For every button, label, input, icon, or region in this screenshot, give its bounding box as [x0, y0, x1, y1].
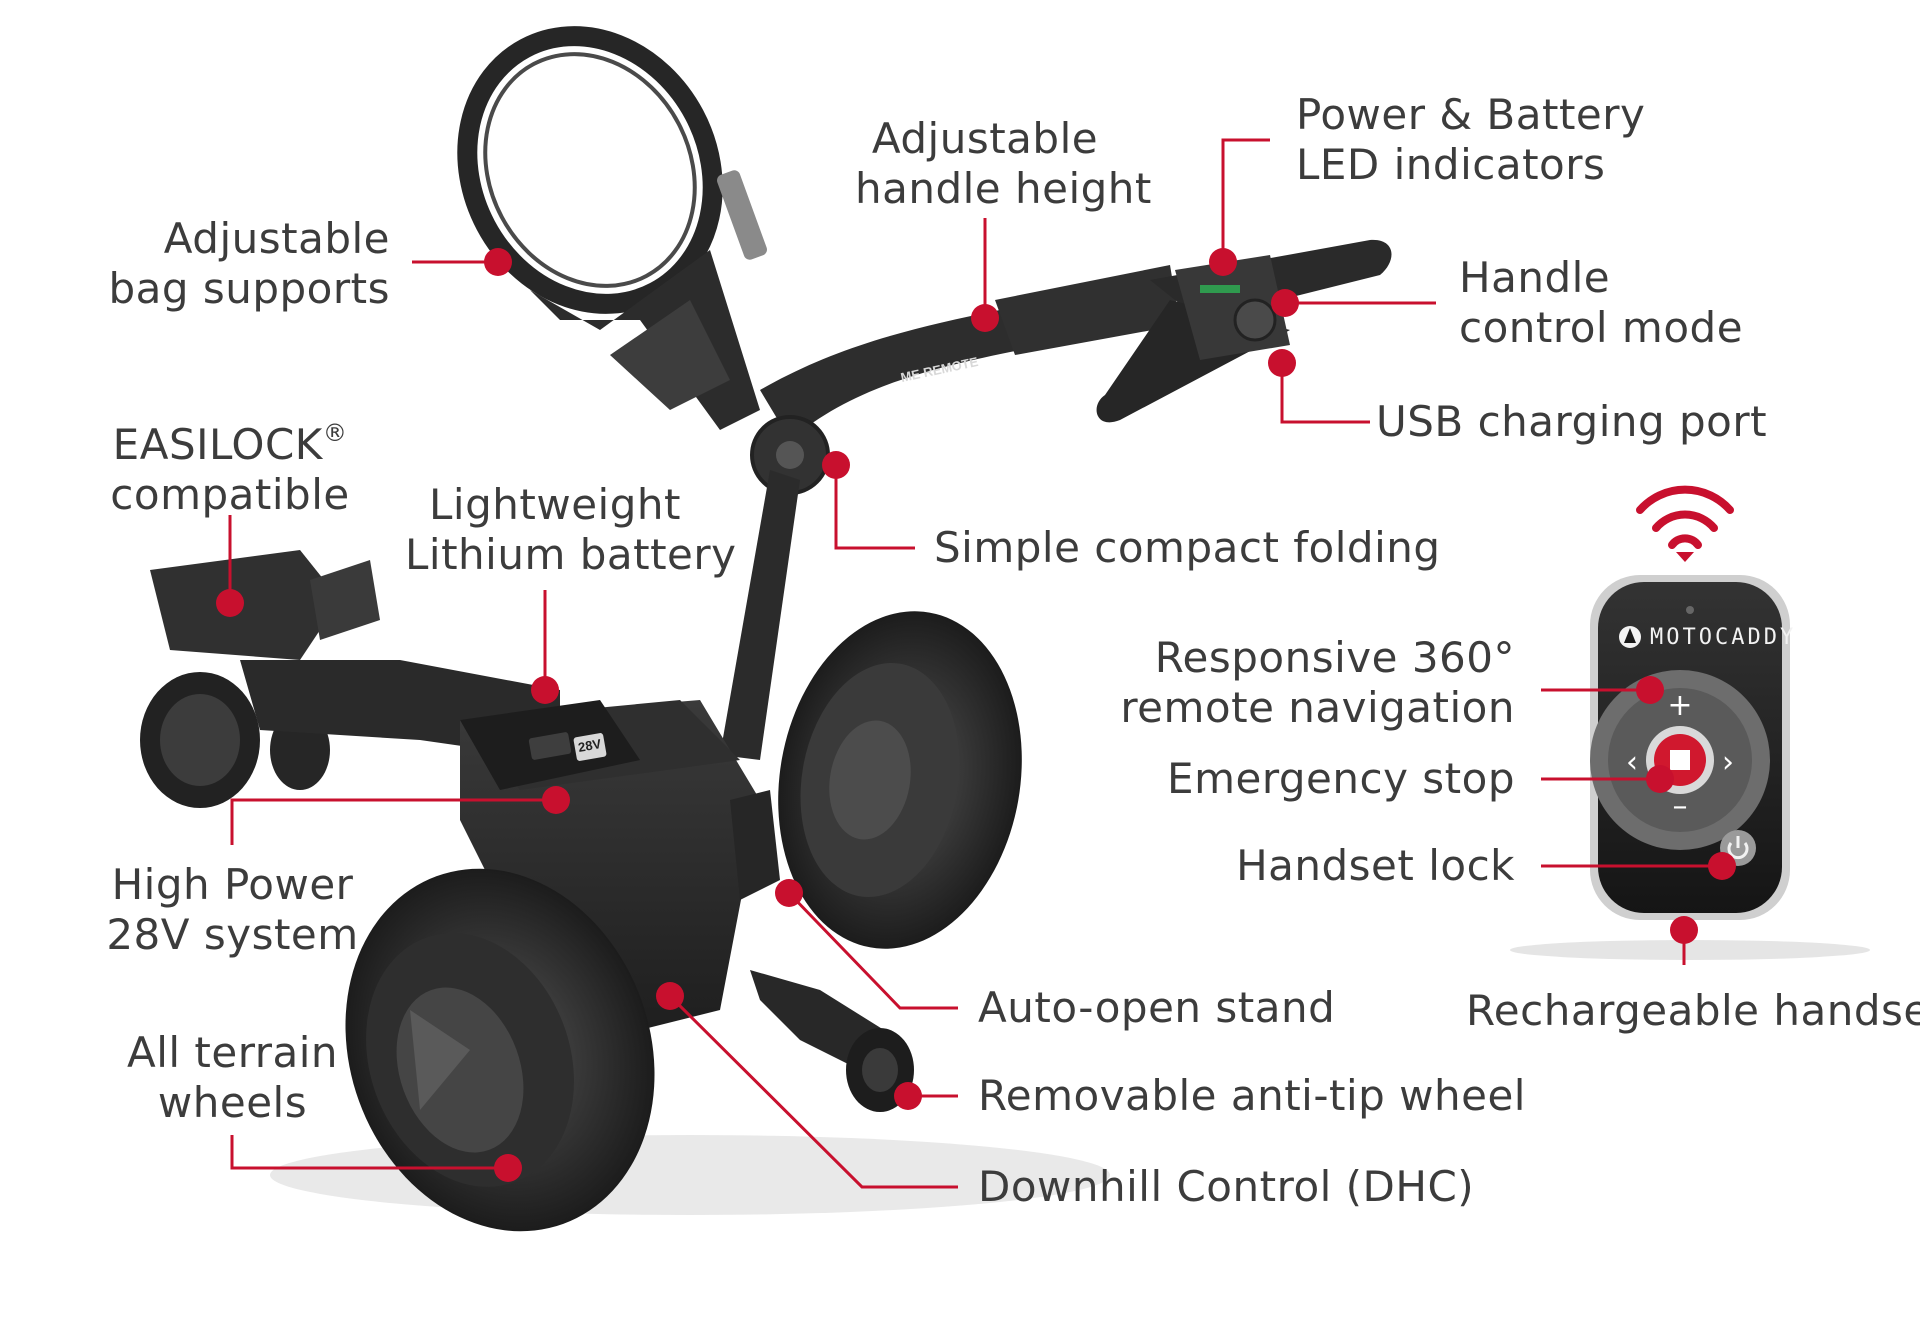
label-usb-port: USB charging port: [1376, 397, 1767, 447]
callout-lines: [228, 138, 1722, 1189]
remote-brand-text: MOTOCADDY: [1650, 625, 1797, 650]
label-line: EASILOCK®: [110, 408, 350, 470]
dot-rechargeable: [1670, 916, 1698, 944]
remote-handset: + – ‹ ›: [1510, 575, 1870, 960]
label-line: Handle: [1459, 253, 1611, 302]
label-line: Rechargeable handset: [1466, 986, 1920, 1035]
handle-arm: [760, 239, 1392, 440]
label-handle-control-mode: Handle control mode: [1459, 253, 1743, 353]
dot-downhill: [656, 982, 684, 1010]
motocaddy-logo-icon: [1619, 626, 1641, 648]
label-line: Downhill Control (DHC): [978, 1162, 1475, 1211]
label-line: Adjustable: [163, 214, 390, 263]
dot-remote-nav: [1636, 676, 1664, 704]
label-lithium-battery: Lightweight Lithium battery: [405, 480, 737, 580]
dot-all-terrain: [494, 1154, 522, 1182]
label-line: Removable anti-tip wheel: [978, 1071, 1526, 1120]
registered-mark: ®: [322, 419, 348, 447]
power-icon: [1727, 836, 1749, 860]
label-line: handle height: [855, 164, 1152, 213]
dot-handle-height: [971, 304, 999, 332]
folding-mast: [720, 415, 830, 760]
label-line: Emergency stop: [1167, 754, 1515, 803]
label-line: USB charging port: [1376, 397, 1768, 446]
label-line: Simple compact folding: [934, 523, 1441, 572]
label-compact-folding: Simple compact folding: [934, 523, 1441, 573]
dot-easilock: [216, 589, 244, 617]
label-line: High Power: [111, 860, 354, 909]
label-line: Auto-open stand: [978, 983, 1336, 1032]
dot-bag-supports: [484, 248, 512, 276]
label-line: remote navigation: [1120, 683, 1515, 732]
dot-handset-lock: [1708, 852, 1736, 880]
wifi-signal-icon: [1636, 485, 1734, 549]
label-emergency-stop: Emergency stop: [1167, 754, 1515, 804]
label-all-terrain-wheels: All terrain wheels: [110, 1028, 355, 1128]
label-line: LED indicators: [1296, 140, 1606, 189]
callout-dots: [216, 248, 1736, 1182]
stop-icon: [1670, 750, 1690, 770]
main-body: [460, 700, 780, 1040]
label-handset-lock: Handset lock: [1236, 841, 1515, 891]
dot-power-battery: [1209, 248, 1237, 276]
label-bag-supports: Adjustable bag supports: [108, 214, 390, 314]
dot-high-power: [542, 786, 570, 814]
label-line: Adjustable: [871, 114, 1099, 163]
label-line: All terrain: [126, 1028, 339, 1077]
dot-compact-folding: [822, 451, 850, 479]
label-line: Responsive 360°: [1154, 633, 1515, 682]
label-line: wheels: [157, 1078, 308, 1127]
label-easilock: EASILOCK® compatible: [110, 408, 350, 520]
label-handle-height: Adjustable handle height: [855, 114, 1152, 214]
rear-right-wheel: [778, 611, 1022, 949]
dot-anti-tip: [894, 1082, 922, 1110]
label-line: bag supports: [108, 264, 390, 313]
label-line: Lightweight: [429, 480, 681, 529]
dot-handle-control: [1271, 289, 1299, 317]
dot-emergency-stop: [1646, 765, 1674, 793]
label-line: control mode: [1459, 303, 1744, 352]
label-line: 28V system: [106, 910, 359, 959]
label-anti-tip-wheel: Removable anti-tip wheel: [978, 1071, 1526, 1121]
label-high-power: High Power 28V system: [100, 860, 365, 960]
anti-tip-wheel: [750, 970, 914, 1112]
chevron-left-icon: ‹: [1626, 745, 1638, 780]
bag-support-hoop: [457, 26, 767, 430]
easilock-word: EASILOCK: [112, 420, 323, 469]
label-power-battery-led: Power & Battery LED indicators: [1296, 90, 1645, 190]
front-left-wheel: [345, 868, 655, 1232]
plus-icon: +: [1667, 688, 1692, 723]
label-auto-open-stand: Auto-open stand: [978, 983, 1335, 1033]
chevron-right-icon: ›: [1722, 745, 1734, 780]
dot-usb-port: [1268, 349, 1296, 377]
label-line: compatible: [110, 470, 350, 519]
minus-icon: –: [1673, 789, 1688, 824]
dot-lithium-battery: [531, 676, 559, 704]
dot-auto-open-stand: [775, 879, 803, 907]
trolley: [140, 26, 1392, 1232]
label-line: Power & Battery: [1296, 90, 1646, 139]
label-line: Handset lock: [1236, 841, 1515, 890]
label-downhill-control: Downhill Control (DHC): [978, 1162, 1474, 1212]
label-rechargeable-handset: Rechargeable handset: [1466, 986, 1920, 1036]
label-line: Lithium battery: [405, 530, 737, 579]
label-remote-navigation: Responsive 360° remote navigation: [1120, 633, 1515, 733]
